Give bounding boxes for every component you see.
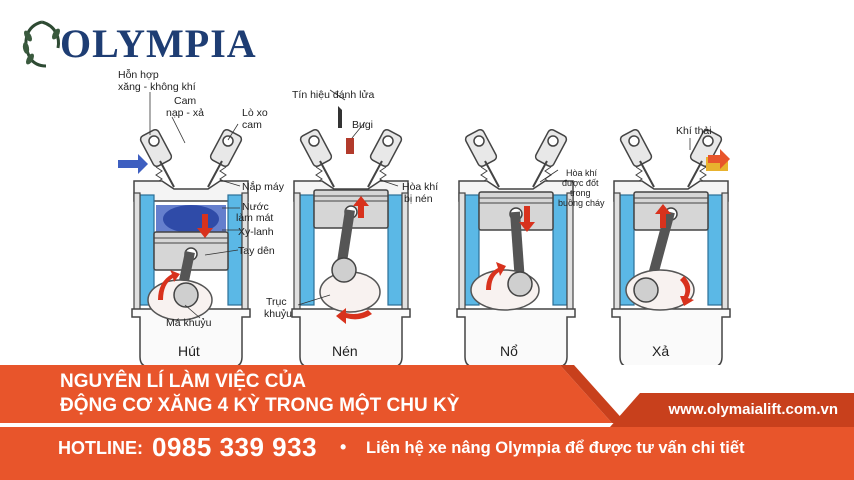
engine-exhaust — [611, 127, 731, 365]
label-burning-mixture-4: buồng cháy — [558, 198, 605, 208]
exhaust-up-arrow — [655, 204, 671, 228]
label-compressed-mixture: Hòa khí — [402, 181, 438, 193]
label-cam-spring: Lò xo — [242, 107, 268, 119]
label-crank-web: Má khuỷu — [166, 317, 212, 329]
label-fuel-air-mixture-2: xăng - không khí — [118, 81, 196, 93]
label-burning-mixture-2: được đốt — [562, 178, 599, 188]
engine-power — [456, 127, 576, 365]
label-crankshaft-2: khuỷu — [264, 308, 292, 320]
label-crankshaft: Trục — [266, 296, 287, 308]
label-spark-plug: Bugi — [352, 119, 373, 131]
title-line-2: ĐỘNG CƠ XĂNG 4 KỲ TRONG MỘT CHU KỲ — [60, 395, 460, 416]
label-cam: Cam — [174, 95, 196, 107]
laurel-wreath-icon — [22, 20, 60, 68]
power-down-arrow — [519, 206, 535, 232]
stage-exhaust: Xả — [652, 343, 669, 359]
website-link[interactable]: www.olymaialift.com.vn — [668, 401, 838, 418]
label-burning-mixture: Hòa khí — [566, 168, 598, 178]
label-coolant: Nước — [242, 201, 269, 213]
engine-compression — [291, 106, 411, 365]
olympia-logo: OLYMPIA — [20, 18, 256, 70]
label-compressed-mixture-2: bị nén — [404, 193, 433, 205]
stage-intake: Hút — [178, 343, 200, 359]
crank-rotation-arrow — [158, 270, 180, 300]
title-block: NGUYÊN LÍ LÀM VIỆC CỦA ĐỘNG CƠ XĂNG 4 KỲ… — [0, 365, 612, 423]
label-connecting-rod: Tay dên — [238, 245, 275, 257]
label-coolant-2: làm mát — [236, 212, 273, 224]
intake-down-arrow — [197, 214, 213, 238]
stage-power: Nổ — [500, 343, 518, 359]
label-cylinder-head: Nắp máy — [242, 180, 285, 193]
label-ignition-signal: Tín hiệu đánh lửa — [292, 89, 374, 101]
compression-up-arrow — [353, 196, 369, 218]
label-cam-2: nạp - xả — [166, 107, 204, 119]
label-burning-mixture-3: trong — [570, 188, 591, 198]
crank-rotation-arrow — [336, 308, 372, 324]
four-stroke-engine-diagram: Hỗn hợp xăng - không khí Cam nạp - xả Lò… — [118, 68, 731, 365]
crank-rotation-arrow — [680, 276, 694, 306]
hotline-phone[interactable]: 0985 339 933 — [152, 432, 318, 462]
label-cylinder: Xy-lanh — [238, 226, 274, 238]
crank-rotation-arrow — [486, 262, 506, 290]
stage-compression: Nén — [332, 343, 358, 359]
label-exhaust-gas: Khí thải — [676, 125, 712, 137]
title-line-1: NGUYÊN LÍ LÀM VIỆC CỦA — [60, 371, 306, 392]
label-fuel-air-mixture: Hỗn hợp — [118, 68, 159, 81]
contact-text: Liên hệ xe nâng Olympia để được tư vấn c… — [366, 439, 745, 457]
label-cam-spring-2: cam — [242, 119, 262, 131]
separator-dot: • — [340, 437, 347, 457]
engine-intake — [118, 127, 251, 365]
hotline-row: HOTLINE: 0985 339 933 • Liên hệ xe nâng … — [0, 432, 854, 472]
bottom-banner — [0, 365, 854, 480]
hotline-label: HOTLINE: — [58, 438, 143, 458]
logo-text: OLYMPIA — [60, 21, 257, 66]
